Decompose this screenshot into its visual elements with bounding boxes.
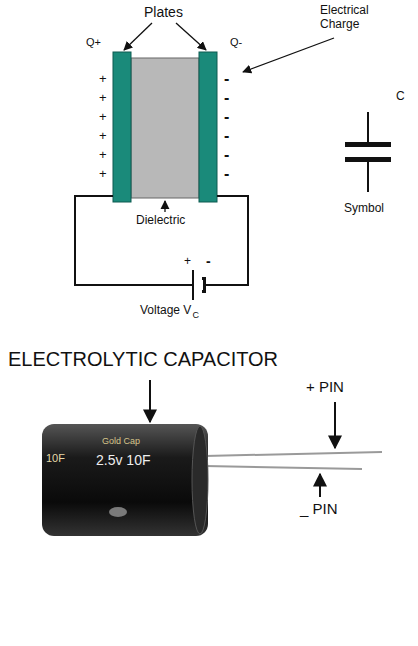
pin [205, 466, 362, 469]
charge-sign: - [224, 165, 229, 183]
wire [75, 196, 192, 285]
wire [205, 196, 248, 285]
charge-sign: - [224, 89, 229, 107]
part-name: Dielectric [136, 214, 185, 228]
capacitor-symbol [345, 142, 391, 147]
title-label: ELECTROLYTIC CAPACITOR [8, 348, 278, 371]
leader-arrow [124, 23, 152, 50]
charge-sign: + [99, 91, 107, 106]
leader-arrow [334, 402, 336, 448]
leader-arrow [243, 38, 334, 72]
symbol-label: C [396, 90, 405, 104]
pin [205, 452, 382, 456]
charge-sign: + [99, 110, 107, 125]
pin-name: _ PIN [300, 500, 338, 517]
charge-sign: + [99, 167, 107, 182]
charge-sign: + [99, 72, 107, 87]
charge-sign: + [99, 148, 107, 163]
leader-arrow [149, 380, 151, 422]
part-name: Electrical Charge [320, 4, 392, 32]
leader-arrow [319, 474, 321, 497]
charge-label: Q+ [86, 36, 101, 49]
charge-sign: - [224, 70, 229, 88]
charge-sign: - [224, 127, 229, 145]
symbol-label: Symbol [344, 202, 384, 216]
capacitor-symbol [345, 157, 391, 162]
leader-arrow [164, 201, 165, 212]
capacitor-groove [109, 507, 127, 517]
charge-sign: - [224, 146, 229, 164]
polarity-sign: - [206, 253, 211, 269]
printed-marking: 2.5v 10F [96, 452, 150, 468]
capacitor-symbol [367, 162, 369, 192]
leader-arrow [176, 23, 206, 50]
charge-label: Q- [230, 36, 242, 49]
dielectric [131, 58, 199, 198]
plate [199, 52, 217, 202]
part-name: Plates [144, 4, 183, 20]
printed-marking: 10F [46, 452, 65, 465]
voltage-subscript: C [192, 310, 199, 320]
polarity-sign: + [184, 255, 191, 269]
capacitor-symbol [367, 112, 369, 143]
capacitor-end [192, 426, 208, 534]
plate [113, 52, 131, 202]
capacitor-body [42, 424, 208, 536]
voltage-label: Voltage V [140, 304, 191, 318]
charge-sign: + [99, 129, 107, 144]
charge-sign: - [224, 108, 229, 126]
pin-name: + PIN [306, 378, 344, 395]
battery-symbol [192, 270, 194, 300]
printed-marking: Gold Cap [102, 436, 140, 446]
